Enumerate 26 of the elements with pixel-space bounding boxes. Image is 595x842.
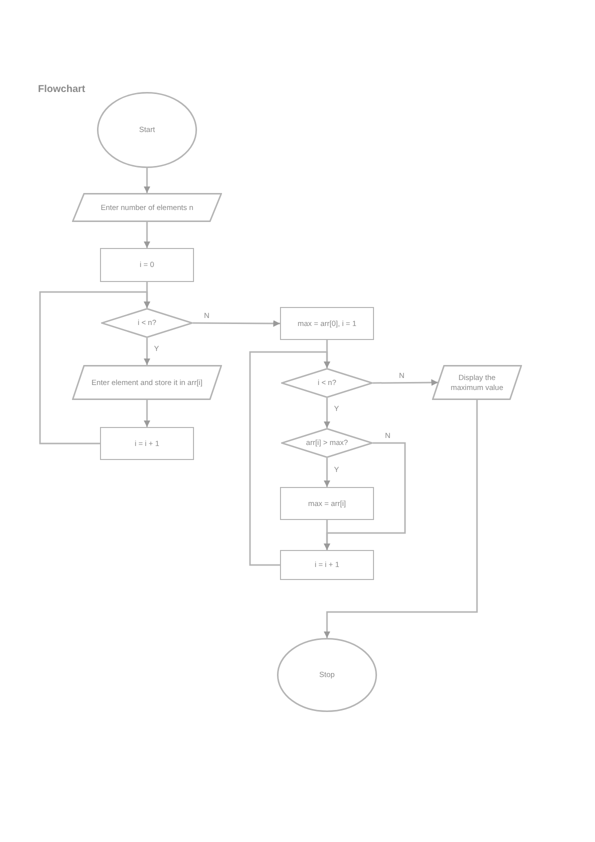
process-box [100, 248, 194, 282]
decision-diamond [281, 368, 373, 398]
arrow [324, 458, 330, 487]
arrow [144, 400, 150, 427]
diagram-title: Flowchart [38, 84, 86, 95]
arrow [373, 379, 438, 386]
process-box [100, 427, 194, 460]
arrow [324, 520, 330, 550]
arrow [39, 291, 150, 444]
arrow [324, 400, 478, 638]
process-box [280, 307, 374, 340]
arrow [249, 351, 330, 566]
io-parallelogram [432, 365, 522, 400]
process-box [280, 550, 374, 580]
process-box [280, 487, 374, 520]
io-parallelogram [72, 365, 222, 400]
decision-diamond [281, 428, 373, 458]
io-parallelogram [72, 193, 222, 222]
arrow [144, 222, 150, 248]
decision-diamond [101, 308, 193, 338]
arrow [144, 338, 150, 365]
arrow [193, 320, 280, 327]
terminal-oval [97, 92, 197, 168]
arrow [144, 168, 150, 193]
terminal-oval [277, 638, 377, 712]
arrow [324, 398, 330, 428]
